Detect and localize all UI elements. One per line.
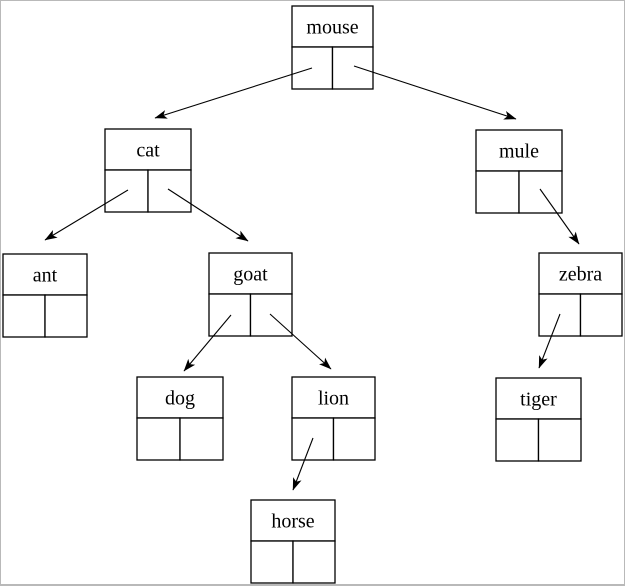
- edges-layer: [44, 65, 580, 491]
- node-label: mule: [499, 141, 539, 163]
- node-label: zebra: [559, 264, 602, 286]
- edge-arrow-goat-left-to-dog: [183, 314, 232, 372]
- node-label-box: [250, 499, 336, 542]
- tree-node-cat: cat: [104, 128, 192, 213]
- node-label: dog: [165, 388, 195, 410]
- edge-arrow-lion-left-to-horse: [292, 437, 314, 491]
- node-right-pointer-cell: [44, 294, 88, 338]
- edge-arrow-cat-left-to-ant: [44, 189, 129, 241]
- tree-node-tiger: tiger: [495, 377, 582, 462]
- node-label: lion: [318, 388, 349, 410]
- tree-node-lion: lion: [291, 376, 376, 461]
- node-left-pointer-cell: [250, 540, 294, 584]
- node-right-pointer-cell: [579, 293, 623, 337]
- node-left-pointer-cell: [495, 418, 540, 462]
- node-right-pointer-cell: [537, 418, 582, 462]
- node-left-pointer-cell: [208, 293, 252, 337]
- node-label: mouse: [306, 17, 358, 39]
- node-left-pointer-cell: [2, 294, 46, 338]
- node-label: cat: [136, 140, 160, 162]
- tree-node-mule: mule: [475, 129, 563, 214]
- node-right-pointer-cell: [332, 417, 376, 461]
- edge-arrow-zebra-left-to-tiger: [538, 313, 561, 369]
- node-label: tiger: [520, 389, 557, 411]
- node-label: horse: [271, 511, 314, 533]
- tree-node-zebra: zebra: [538, 252, 623, 337]
- nodes-layer: mouse cat mule ant goat zebra dog lion tiger hors…: [2, 5, 623, 584]
- tree-node-goat: goat: [208, 252, 293, 337]
- edge-arrow-mouse-left-to-cat: [154, 67, 313, 119]
- node-right-pointer-cell: [331, 46, 374, 90]
- edge-arrow-cat-right-to-goat: [167, 188, 249, 242]
- node-right-pointer-cell: [147, 169, 192, 213]
- node-right-pointer-cell: [292, 540, 336, 584]
- node-right-pointer-cell: [518, 170, 563, 214]
- tree-node-ant: ant: [2, 253, 88, 338]
- edge-arrow-mule-right-to-zebra: [539, 188, 580, 245]
- node-left-pointer-cell: [136, 417, 181, 461]
- node-label-box: [291, 5, 374, 48]
- edge-arrow-goat-right-to-lion: [269, 313, 332, 370]
- tree-node-horse: horse: [250, 499, 336, 584]
- node-left-pointer-cell: [291, 46, 334, 90]
- node-label-box: [291, 376, 376, 419]
- node-left-pointer-cell: [475, 170, 520, 214]
- tree-node-dog: dog: [136, 376, 224, 461]
- node-label-box: [208, 252, 293, 295]
- node-label: ant: [33, 265, 58, 287]
- node-label-box: [136, 376, 224, 419]
- node-label-box: [538, 252, 623, 295]
- node-label: goat: [233, 264, 268, 286]
- node-right-pointer-cell: [179, 417, 224, 461]
- node-label-box: [475, 129, 563, 172]
- node-label-box: [104, 128, 192, 171]
- edge-arrow-mouse-right-to-mule: [353, 65, 517, 120]
- tree-node-mouse: mouse: [291, 5, 374, 90]
